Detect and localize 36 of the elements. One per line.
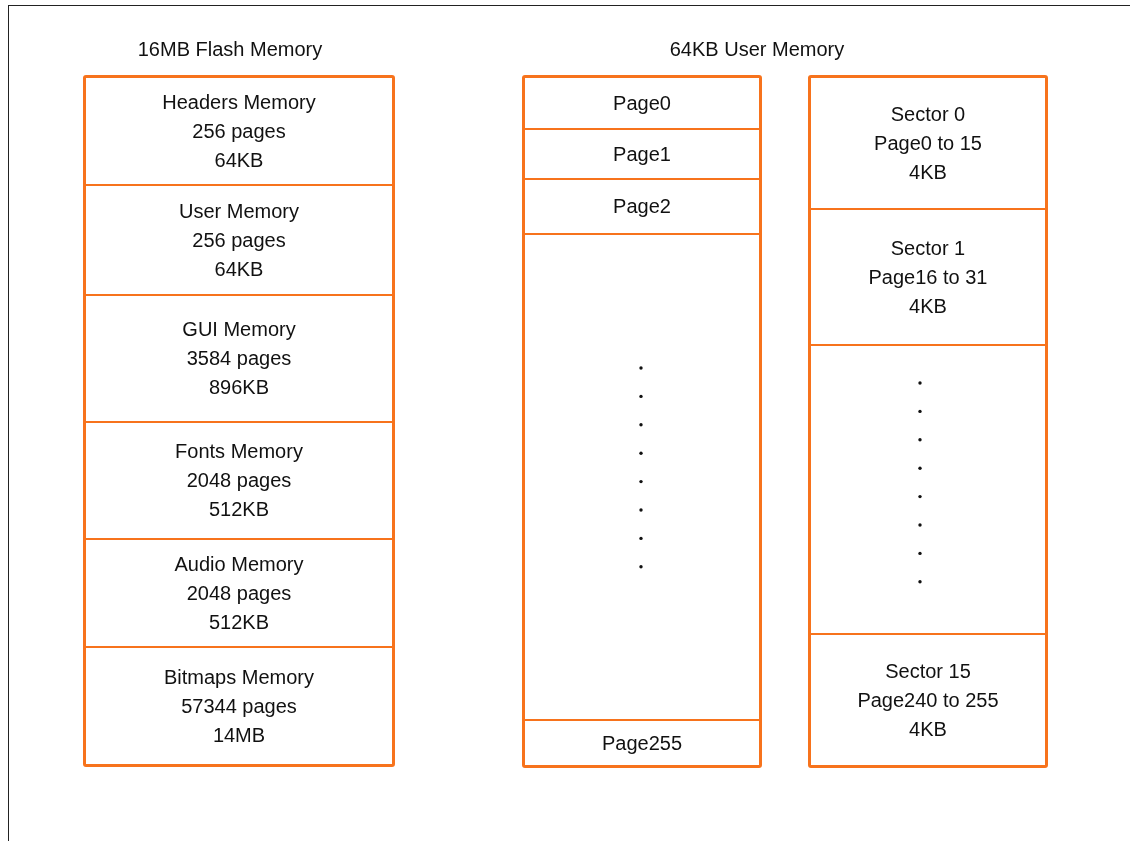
block-label: 14MB [212,722,266,748]
block-label: 4KB [909,716,947,742]
block-label: 896KB [208,375,270,400]
block-label: Page0 [613,90,671,116]
block-label: Page1 [613,141,671,167]
block-label: Sector 15 [885,658,971,684]
block-label: 4KB [909,293,947,319]
block-label: 512KB [208,609,270,635]
block-label: Headers Memory [162,89,316,115]
block-label: Page0 to 15 [874,130,982,156]
block-label: Sector 0 [890,101,966,127]
block-label: 64KB [214,256,264,282]
block-label: Page2 [613,194,671,219]
block-label: User Memory [179,198,299,224]
block-label: Bitmaps Memory [164,664,314,690]
memory-column [83,75,395,767]
column-heading: 16MB Flash Memory [137,38,323,61]
block-label: 2048 pages [186,580,292,606]
block-label: 4KB [909,159,947,185]
block-label: 256 pages [192,118,286,144]
block-label: 512KB [208,497,270,522]
column-heading: 64KB User Memory [669,38,845,61]
block-label: Sector 1 [890,235,966,261]
memory-column [808,75,1048,768]
block-label: GUI Memory [182,317,296,342]
block-label: 256 pages [192,227,286,253]
block-label: 2048 pages [186,468,292,493]
block-label: Page16 to 31 [868,264,988,290]
block-label: 3584 pages [186,346,292,371]
block-label: Audio Memory [174,551,304,577]
block-label: 57344 pages [181,693,297,719]
block-label: Fonts Memory [175,439,303,464]
block-label: Page255 [601,730,683,756]
memory-column [522,75,762,768]
block-label: 64KB [214,147,264,173]
block-label: Page240 to 255 [857,687,999,713]
